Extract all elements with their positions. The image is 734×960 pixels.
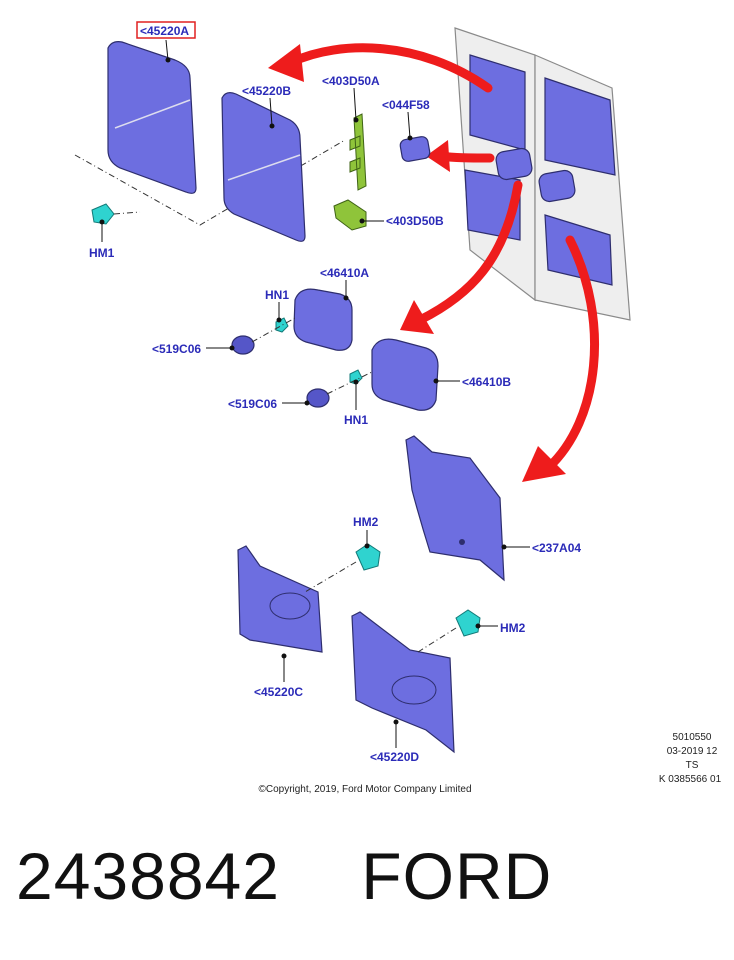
clip-HM2-lower — [455, 609, 481, 637]
label-HN1-lower[interactable]: HN1 — [344, 413, 368, 427]
label-HM2-lower[interactable]: HM2 — [500, 621, 526, 635]
lower-panel-45220D — [351, 611, 455, 754]
label-HM2-upper[interactable]: HM2 — [353, 515, 379, 529]
cover-044F58 — [399, 136, 431, 162]
label-45220A[interactable]: <45220A — [140, 24, 189, 38]
label-519C06-upper[interactable]: <519C06 — [152, 342, 201, 356]
trim-panel-45220A — [107, 41, 197, 194]
meta-line-2: 03-2019 12 — [667, 746, 718, 757]
brand-name: FORD — [361, 839, 553, 913]
label-HM1[interactable]: HM1 — [89, 246, 115, 260]
label-45220C[interactable]: <45220C — [254, 685, 303, 699]
label-237A04[interactable]: <237A04 — [532, 541, 581, 555]
label-519C06-lower[interactable]: <519C06 — [228, 397, 277, 411]
label-46410B[interactable]: <46410B — [462, 375, 511, 389]
clip-HN1-lower — [349, 369, 363, 385]
part-number: 2438842 — [16, 839, 280, 913]
label-403D50A[interactable]: <403D50A — [322, 74, 380, 88]
parts-diagram: <45220A <45220B <403D50A <044F58 <403D50… — [74, 21, 722, 795]
cap-519C06-lower — [306, 388, 330, 408]
diagram-meta: 5010550 03-2019 12 TS K 0385566 01 — [659, 732, 722, 785]
meta-line-1: 5010550 — [673, 732, 712, 743]
label-HN1-upper[interactable]: HN1 — [265, 288, 289, 302]
red-direction-arrows — [268, 43, 600, 482]
meta-line-3: TS — [686, 760, 699, 771]
bracket-403D50A — [349, 113, 367, 191]
label-403D50B[interactable]: <403D50B — [386, 214, 444, 228]
label-45220B[interactable]: <45220B — [242, 84, 291, 98]
copyright-text: ©Copyright, 2019, Ford Motor Company Lim… — [258, 784, 471, 795]
lower-panel-45220C — [237, 545, 323, 653]
cap-519C06-upper — [231, 335, 255, 355]
storage-bin-46410B — [371, 338, 439, 411]
highlight-box-45220A — [136, 21, 196, 39]
meta-line-4: K 0385566 01 — [659, 774, 722, 785]
clip-HM1 — [91, 203, 141, 225]
label-044F58[interactable]: <044F58 — [382, 98, 430, 112]
lower-panel-237A04 — [405, 435, 505, 582]
leader-lines — [99, 39, 530, 748]
storage-bin-46410A — [293, 288, 353, 351]
bracket-403D50B — [333, 199, 367, 231]
label-46410A[interactable]: <46410A — [320, 266, 369, 280]
label-45220D[interactable]: <45220D — [370, 750, 419, 764]
part-footer: 2438842 FORD — [16, 838, 716, 928]
